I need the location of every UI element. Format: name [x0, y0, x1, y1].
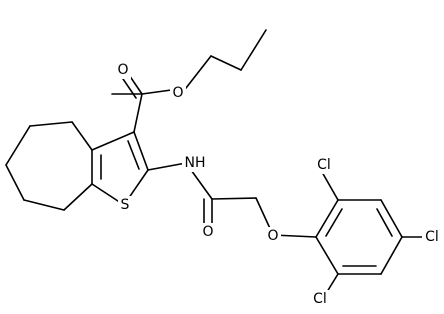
- bond-cyclo-5: [23, 199, 65, 211]
- bond-aryl-4: [380, 236, 403, 275]
- atom-label-ether-oxygen: O: [267, 228, 278, 244]
- bond-cyclo-1: [71, 121, 93, 151]
- atom-chlorine-bottom: Cl: [310, 290, 330, 308]
- atom-carbonyl-oxygen: O: [115, 61, 131, 79]
- bond-propyl-1: [185, 55, 212, 89]
- atom-label-amide-nitrogen: NH: [185, 155, 206, 171]
- atom-ether-oxygen: O: [265, 227, 281, 245]
- bond-carbonyl-double-b: [120, 75, 137, 99]
- bond-aryl-1-inner: [325, 208, 343, 237]
- bond-aryl-6: [315, 236, 339, 275]
- atom-amide-nitrogen: NH: [182, 154, 208, 172]
- bond-cl-top: [321, 171, 339, 201]
- atom-label-chlorine-top: Cl: [317, 157, 331, 173]
- bond-cyclo-4: [5, 164, 25, 201]
- atom-label-chlorine-bottom: Cl: [313, 291, 327, 307]
- bond-aryl-3-inner: [376, 208, 393, 237]
- atom-thiophene-sulfur: S: [118, 196, 132, 214]
- atom-chlorine-right: Cl: [422, 228, 442, 246]
- atom-label-chlorine-right: Cl: [425, 229, 439, 245]
- atom-chlorine-top: Cl: [314, 156, 334, 174]
- bond-propyl-2: [210, 55, 242, 71]
- bond-cyclo-3: [5, 125, 31, 166]
- atom-amide-oxygen: O: [200, 223, 216, 241]
- bond-c3-c2: [133, 131, 149, 171]
- bond-cyclo-6: [63, 183, 93, 211]
- bond-c2-nh: [147, 162, 187, 171]
- atom-label-thiophene-sulfur: S: [121, 197, 130, 213]
- atom-label-amide-oxygen: O: [202, 224, 213, 240]
- bond-aryl-1: [315, 199, 339, 238]
- bond-c3-c2-inner: [127, 140, 140, 170]
- atom-label-carbonyl-oxygen: O: [117, 62, 128, 78]
- atom-label-ester-oxygen: O: [172, 85, 183, 101]
- bond-cyclo-2: [29, 121, 73, 127]
- bond-propyl-3: [240, 29, 267, 71]
- bond-co-ch2: [211, 197, 257, 200]
- bond-c3-c3a: [91, 131, 135, 151]
- atom-ester-oxygen: O: [170, 84, 186, 102]
- bond-ester-to-ring: [133, 93, 143, 133]
- bond-aryl-3: [380, 199, 403, 238]
